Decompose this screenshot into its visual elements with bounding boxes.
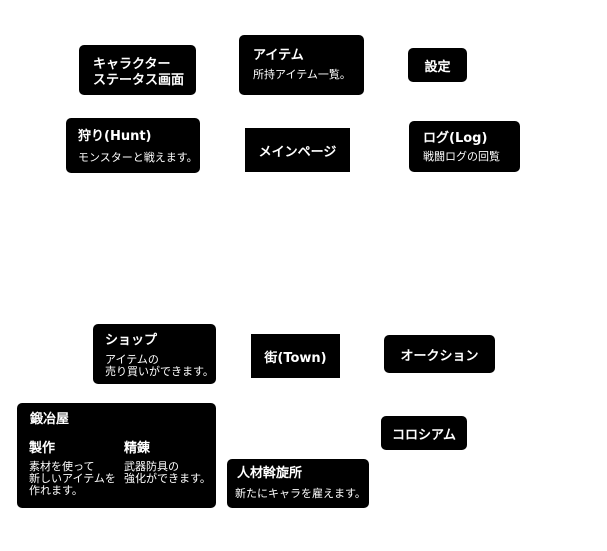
main-page-title: メインページ: [258, 144, 337, 160]
colosseum-title: コロシアム: [391, 427, 457, 443]
craft-desc-line1: 素材を使って: [29, 460, 95, 473]
log-node[interactable]: ログ(Log) 戦闘ログの回覧: [409, 121, 520, 172]
town-node[interactable]: 街(Town): [251, 334, 340, 378]
hunt-node[interactable]: 狩り(Hunt) モンスターと戦えます。: [66, 118, 200, 173]
refine-title: 精錬: [124, 441, 151, 456]
settings-title: 設定: [424, 59, 451, 75]
item-title: アイテム: [253, 48, 304, 63]
auction-node[interactable]: オークション: [384, 335, 495, 373]
item-node[interactable]: アイテム 所持アイテム一覧。: [239, 35, 364, 95]
hunt-desc: モンスターと戦えます。: [78, 151, 198, 164]
refine-desc-line2: 強化ができます。: [124, 472, 211, 485]
craft-title: 製作: [29, 441, 56, 456]
shop-desc-line2: 売り買いができます。: [105, 365, 214, 378]
log-title: ログ(Log): [423, 131, 488, 146]
blacksmith-node[interactable]: 鍛冶屋 製作 素材を使って 新しいアイテムを 作れます。 精錬 武器防具の 強化…: [17, 403, 216, 508]
auction-title: オークション: [400, 348, 479, 364]
log-desc: 戦闘ログの回覧: [423, 150, 500, 163]
item-desc: 所持アイテム一覧。: [253, 68, 351, 81]
recruitment-title: 人材斡旋所: [237, 466, 303, 481]
character-status-node[interactable]: キャラクター ステータス画面: [79, 45, 196, 95]
character-status-title-line1: キャラクター: [93, 57, 171, 72]
hunt-title: 狩り(Hunt): [78, 129, 152, 144]
shop-node[interactable]: ショップ アイテムの 売り買いができます。: [93, 324, 216, 384]
colosseum-node[interactable]: コロシアム: [381, 416, 467, 450]
recruitment-desc: 新たにキャラを雇えます。: [235, 487, 366, 500]
blacksmith-title: 鍛冶屋: [30, 412, 70, 427]
craft-desc-line2: 新しいアイテムを: [29, 472, 116, 485]
settings-node[interactable]: 設定: [408, 48, 467, 82]
shop-title: ショップ: [105, 333, 158, 348]
refine-desc-line1: 武器防具の: [124, 460, 179, 473]
craft-desc-line3: 作れます。: [29, 484, 83, 497]
town-title: 街(Town): [264, 350, 327, 366]
character-status-title-line2: ステータス画面: [93, 73, 185, 88]
shop-desc-line1: アイテムの: [105, 353, 159, 366]
recruitment-node[interactable]: 人材斡旋所 新たにキャラを雇えます。: [227, 459, 369, 508]
main-page-node[interactable]: メインページ: [245, 128, 350, 172]
